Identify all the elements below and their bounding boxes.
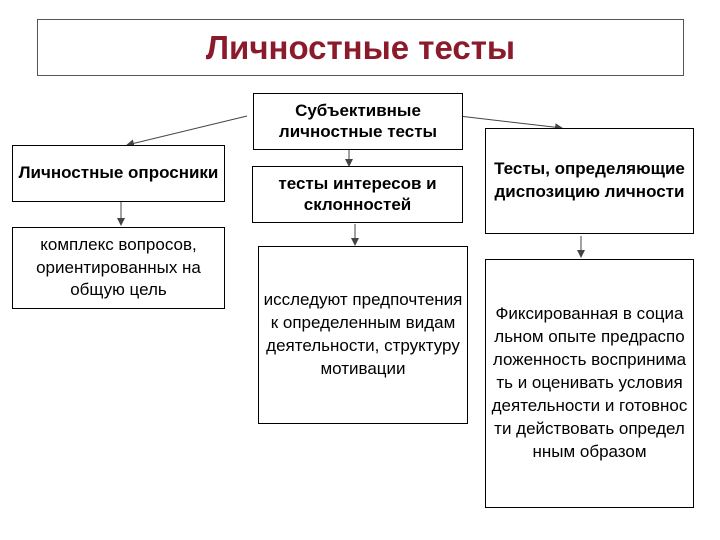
node-subjective-tests: Субъективные личностные тесты	[253, 93, 463, 150]
node-personality-questionnaires: Личностные опросники	[12, 145, 225, 202]
node-questionnaires-description: комплекс вопросов, ориентированных на об…	[12, 227, 225, 309]
node-disposition-tests: Тесты, определяющие диспозицию личности	[485, 128, 694, 234]
node-interest-description: исследуют предпочтения к определенным ви…	[258, 246, 468, 424]
title-box: Личностные тесты	[37, 19, 684, 76]
page-title: Личностные тесты	[205, 28, 516, 66]
arrow-subjective-to-disposition	[458, 115, 563, 132]
arrow-subjective-to-questionnaires	[126, 115, 248, 148]
node-interest-tests: тесты интересов и склонностей	[252, 166, 463, 223]
node-disposition-description: Фиксированная в социальном опыте предрас…	[485, 259, 694, 508]
